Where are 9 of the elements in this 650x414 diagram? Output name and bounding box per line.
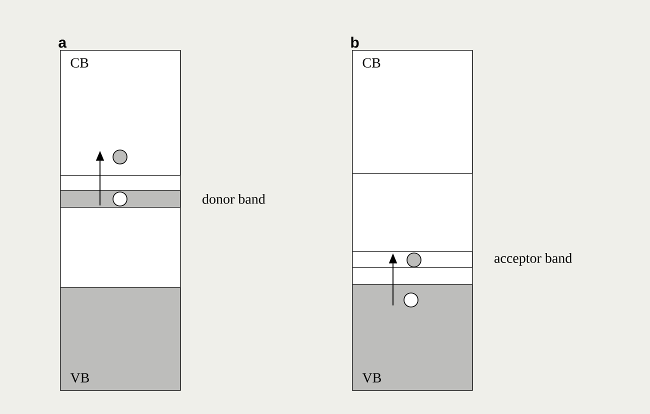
node-label: b	[351, 36, 359, 48]
band-region: CB	[352, 50, 473, 174]
band-bar	[60, 190, 181, 208]
node-label: a	[58, 40, 67, 48]
band-label: donor band	[202, 194, 266, 204]
band-label: acceptor band	[494, 253, 572, 266]
band-region: CB	[60, 50, 181, 176]
band-region: VB	[352, 284, 473, 391]
band-region: VB	[60, 287, 181, 391]
